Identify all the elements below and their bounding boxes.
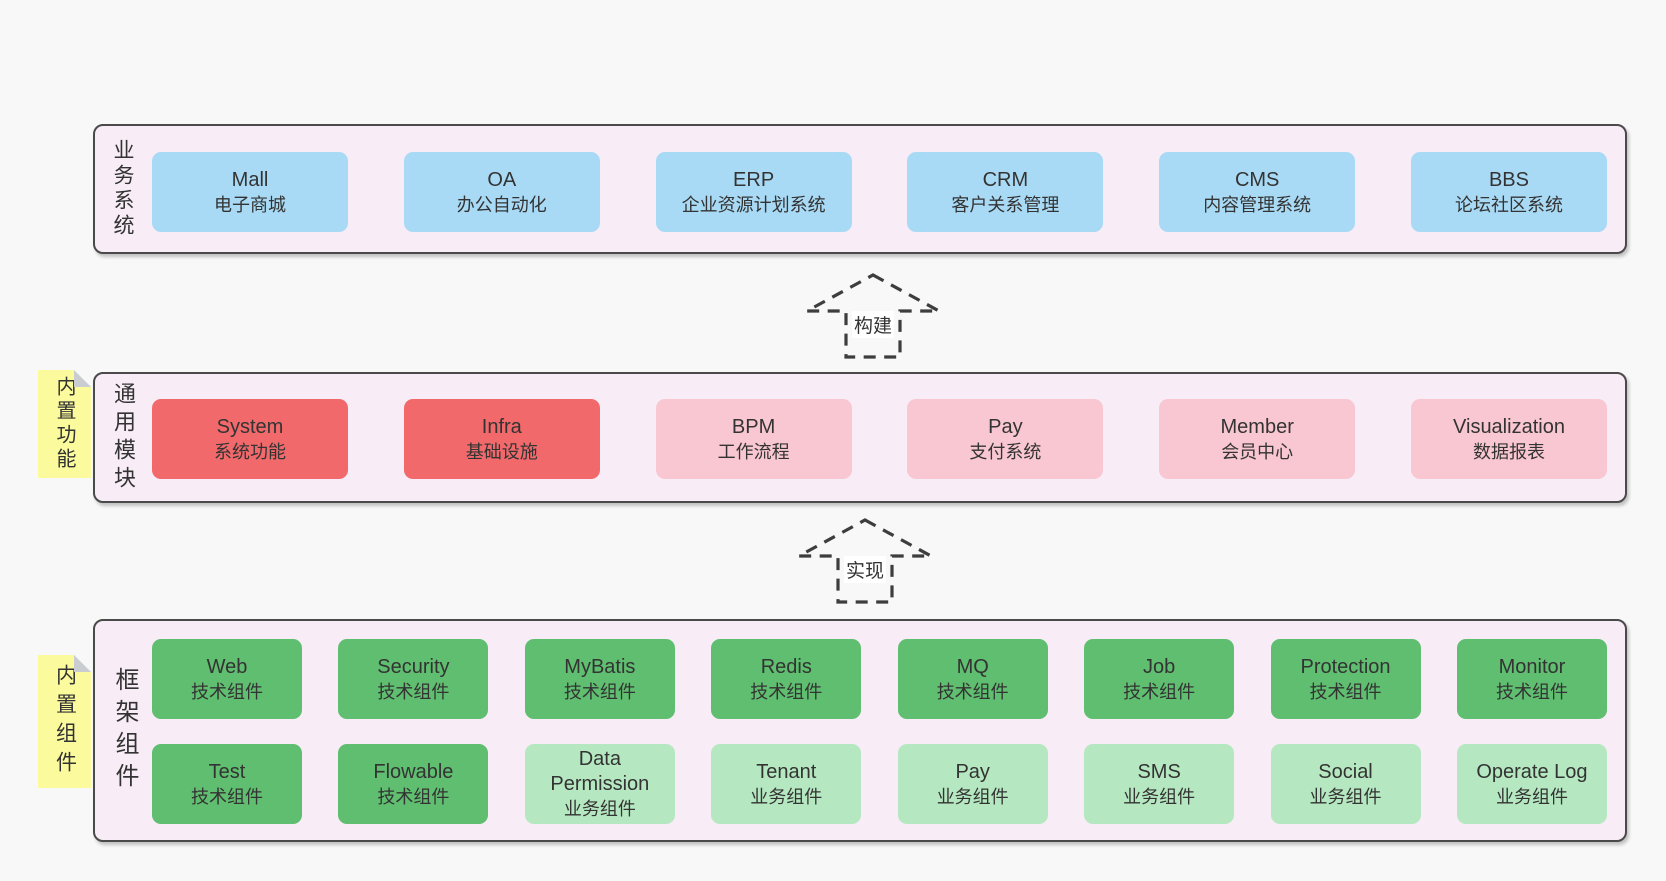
box-test: Test 技术组件 [152,744,302,824]
band-framework-components: 框架组件 Web 技术组件 Security 技术组件 MyBatis 技术组件… [93,619,1627,842]
box-mybatis: MyBatis 技术组件 [524,639,675,719]
box-data-permission: Data Permission 业务组件 [524,744,675,824]
box-bbs: BBS 论坛社区系统 [1410,152,1607,232]
box-redis: Redis 技术组件 [711,639,862,719]
box-web: Web 技术组件 [152,639,302,719]
band-label-business-systems: 业务系统 [111,139,134,239]
box-flowable: Flowable 技术组件 [338,744,489,824]
box-job: Job 技术组件 [1084,639,1235,719]
box-social: Social 业务组件 [1270,744,1421,824]
box-visualization: Visualization 数据报表 [1410,399,1607,479]
box-sms: SMS 业务组件 [1084,744,1235,824]
box-cms: CMS 内容管理系统 [1159,152,1356,232]
box-protection: Protection 技术组件 [1270,639,1421,719]
up-block-arrow-icon [798,518,932,604]
box-mall: Mall 电子商城 [152,152,348,232]
box-mq: MQ 技术组件 [897,639,1048,719]
box-bpm: BPM 工作流程 [655,399,852,479]
band-common-modules: 通用模块 System 系统功能 Infra 基础设施 BPM 工作流程 Pay… [93,372,1627,503]
box-pay: Pay 支付系统 [907,399,1104,479]
implement-arrow: 实现 [795,517,935,605]
box-crm: CRM 客户关系管理 [907,152,1104,232]
box-oa: OA 办公自动化 [403,152,600,232]
build-arrow: 构建 [803,272,943,360]
common-modules-row: System 系统功能 Infra 基础设施 BPM 工作流程 Pay 支付系统… [152,399,1607,479]
band-business-systems: 业务系统 Mall 电子商城 OA 办公自动化 ERP 企业资源计划系统 CRM… [93,124,1627,254]
business-systems-row: Mall 电子商城 OA 办公自动化 ERP 企业资源计划系统 CRM 客户关系… [152,152,1607,232]
band-label-framework-components: 框架组件 [111,666,138,795]
implement-arrow-label: 实现 [843,556,887,583]
folded-corner-icon [74,370,91,387]
framework-components-row-1: Web 技术组件 Security 技术组件 MyBatis 技术组件 Redi… [152,639,1607,719]
framework-components-row-2: Test 技术组件 Flowable 技术组件 Data Permission … [152,744,1607,824]
box-pay-business: Pay 业务组件 [897,744,1048,824]
box-security: Security 技术组件 [338,639,489,719]
folded-corner-icon [74,655,91,672]
box-operate-log: Operate Log 业务组件 [1456,744,1607,824]
box-erp: ERP 企业资源计划系统 [655,152,852,232]
box-system: System 系统功能 [152,399,348,479]
box-member: Member 会员中心 [1159,399,1356,479]
box-infra: Infra 基础设施 [403,399,600,479]
band-label-common-modules: 通用模块 [111,381,136,494]
box-tenant: Tenant 业务组件 [711,744,862,824]
up-block-arrow-icon [806,273,940,359]
sticky-note-built-in-components: 内置组件 [38,655,91,788]
sticky-note-built-in-features: 内置功能 [38,370,91,478]
box-monitor: Monitor 技术组件 [1456,639,1607,719]
build-arrow-label: 构建 [851,311,895,338]
